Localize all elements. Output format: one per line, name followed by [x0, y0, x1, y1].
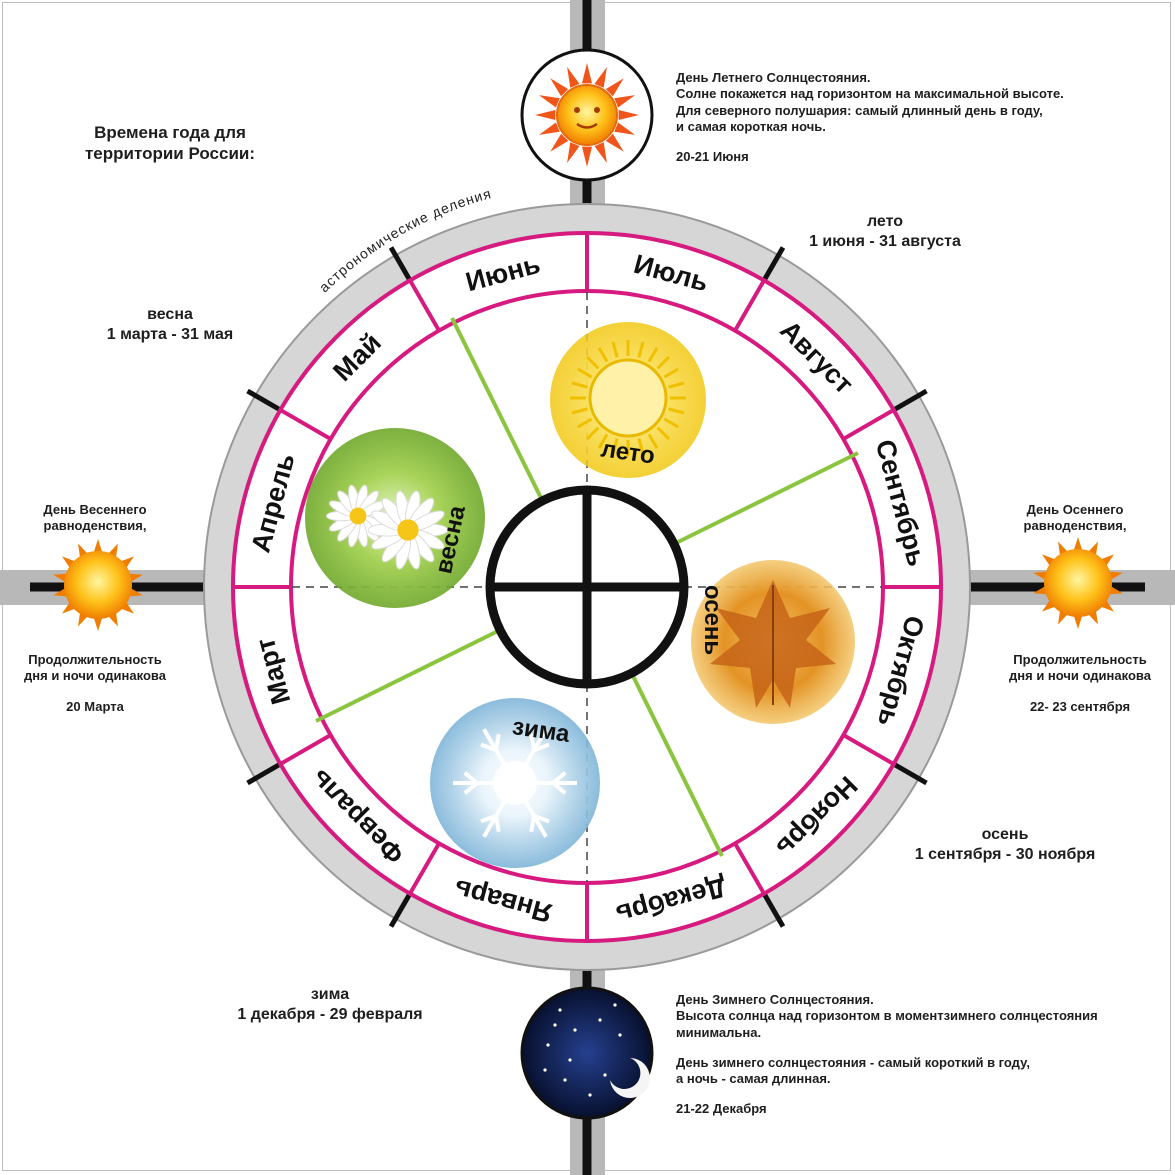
autumn-equinox-sun-icon: [1033, 537, 1123, 629]
astronomical-tick: [388, 246, 412, 280]
winter-solstice-night-icon: [520, 986, 654, 1120]
month-divider: [408, 279, 441, 332]
summer-period-name: лето: [866, 213, 904, 230]
astronomical-tick: [894, 388, 928, 412]
month-divider: [733, 842, 766, 895]
autumn-equinox-line1: День Осеннего: [1026, 502, 1124, 517]
winter-period-name: зима: [310, 986, 350, 1003]
spring-equinox-date: 20 Марта: [66, 698, 124, 714]
season-dividers: [315, 317, 859, 857]
winter-solstice-date: 21-22 Декабря: [676, 1101, 767, 1117]
spring-emblem: [305, 428, 485, 608]
spring-period: весна 1 марта - 31 мая: [80, 305, 260, 345]
winter-solstice-line2: Высота солнца над горизонтом в моментзим…: [676, 1008, 1098, 1024]
spring-equinox-sun-icon: [53, 539, 143, 631]
winter-emblem: [430, 698, 600, 868]
autumn-equinox-line3: Продолжительность: [1013, 652, 1147, 667]
spring-period-name: весна: [147, 306, 193, 323]
month-divider: [279, 408, 332, 441]
spring-equinox-details: Продолжительность дня и ночи одинакова 2…: [10, 652, 180, 715]
spring-equinox-line4: дня и ночи одинакова: [24, 668, 166, 684]
spring-equinox-heading: День Весеннего равноденствия,: [15, 502, 175, 535]
summer-solstice-text: День Летнего Солнцестояния. Солне покаже…: [676, 70, 1146, 165]
summer-solstice-sun-icon: [520, 48, 654, 182]
astronomical-tick: [246, 388, 280, 412]
winter-solstice-line3: минимальна.: [676, 1024, 762, 1040]
month-divider: [842, 733, 895, 766]
autumn-equinox-details: Продолжительность дня и ночи одинакова 2…: [995, 652, 1165, 715]
summer-period: лето 1 июня - 31 августа: [780, 212, 990, 252]
astronomical-tick: [246, 762, 280, 786]
summer-solstice-line4: и самая короткая ночь.: [676, 118, 826, 134]
month-divider: [842, 408, 895, 441]
autumn-equinox-line2: равноденствия,: [1023, 518, 1127, 534]
summer-emblem: [550, 322, 706, 478]
summer-solstice-line2: Солне покажется над горизонтом на максим…: [676, 86, 1064, 102]
month-divider: [279, 733, 332, 766]
spring-period-dates: 1 марта - 31 мая: [106, 326, 234, 343]
autumn-emblem: [691, 560, 855, 724]
month-divider: [408, 842, 441, 895]
month-dividers: [233, 233, 941, 941]
spring-equinox-line3: Продолжительность: [28, 652, 162, 667]
autumn-period-dates: 1 сентября - 30 ноября: [914, 846, 1096, 863]
winter-period-dates: 1 декабря - 29 февраля: [237, 1006, 423, 1023]
winter-solstice-line4: День зимнего солнцестояния - самый корот…: [676, 1054, 1030, 1070]
astronomical-ticks: [246, 246, 928, 928]
month-divider: [733, 279, 766, 332]
summer-period-dates: 1 июня - 31 августа: [809, 233, 961, 250]
autumn-equinox-line4: дня и ночи одинакова: [1009, 668, 1151, 684]
autumn-period-name: осень: [981, 826, 1029, 843]
astronomical-tick: [762, 246, 786, 280]
inner-label-autumn: осень: [699, 585, 726, 655]
autumn-equinox-heading: День Осеннего равноденствия,: [995, 502, 1155, 535]
winter-period: зима 1 декабря - 29 февраля: [210, 985, 450, 1025]
autumn-equinox-date: 22- 23 сентября: [1029, 698, 1131, 714]
winter-solstice-line1: День Зимнего Солнцестояния.: [676, 992, 874, 1007]
astronomical-tick: [388, 894, 412, 928]
autumn-period: осень 1 сентября - 30 ноября: [890, 825, 1120, 865]
astronomical-tick: [762, 894, 786, 928]
winter-solstice-text: День Зимнего Солнцестояния. Высота солнц…: [676, 992, 1156, 1118]
page-title: Времена года для территории России:: [84, 123, 256, 164]
summer-solstice-line1: День Летнего Солнцестояния.: [676, 70, 871, 85]
summer-solstice-line3: Для северного полушария: самый длинный д…: [676, 102, 1043, 118]
summer-solstice-date: 20-21 Июня: [676, 149, 749, 164]
astronomical-tick: [894, 762, 928, 786]
spring-equinox-line1: День Весеннего: [43, 502, 147, 517]
winter-solstice-line5: а ночь - самая длинная.: [676, 1071, 831, 1086]
spring-equinox-line2: равноденствия,: [43, 518, 147, 534]
